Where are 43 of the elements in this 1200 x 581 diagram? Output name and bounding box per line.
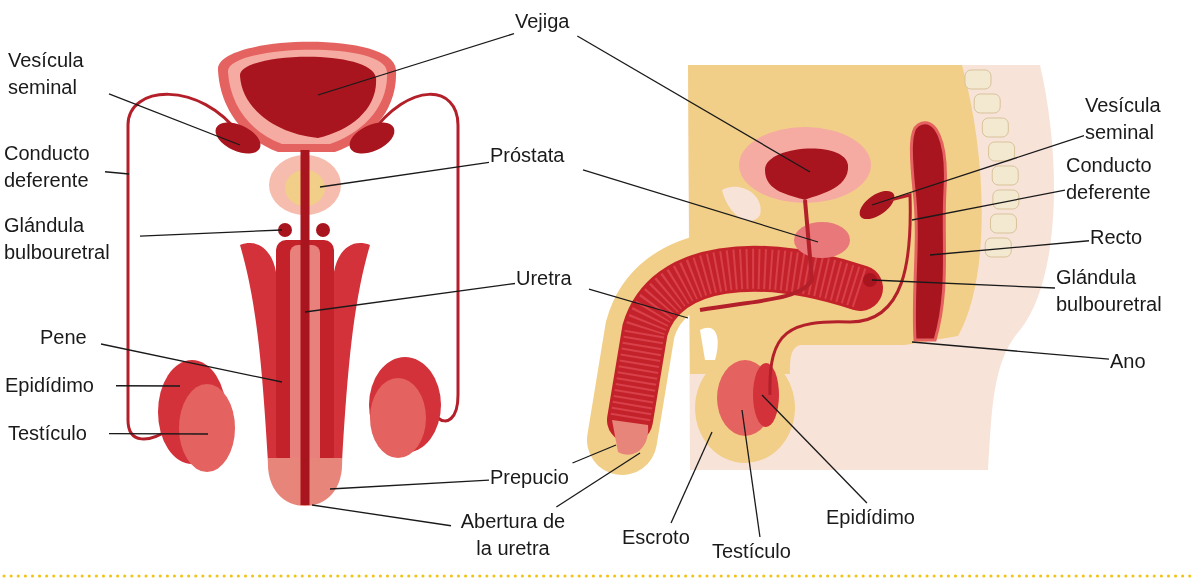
part-label: Escroto (622, 524, 707, 551)
leader-line (929, 240, 1090, 256)
leader-line (108, 93, 241, 146)
leader-line (588, 288, 689, 319)
leader-line (871, 279, 1056, 289)
leader-line (311, 504, 452, 527)
leader-line (576, 35, 811, 173)
part-label: Prepucio (490, 464, 585, 491)
part-label: Próstata (490, 142, 582, 169)
part-label: Recto (1090, 224, 1160, 251)
leader-line (582, 169, 819, 243)
part-label: Vesícula seminal (8, 47, 108, 101)
leader-line (108, 433, 209, 435)
part-label: Uretra (516, 265, 588, 292)
leader-line (871, 135, 1085, 206)
leader-line (571, 444, 617, 464)
leader-line (104, 171, 130, 175)
part-label: Abertura de la uretra (452, 508, 574, 562)
part-label: Testículo (712, 538, 812, 565)
leader-line (304, 282, 516, 313)
part-label: Conducto deferente (1066, 152, 1178, 206)
part-label: Vejiga (515, 8, 590, 35)
leader-line (741, 409, 761, 538)
part-label: Glándula bulbouretral (4, 212, 139, 266)
part-label: Glándula bulbouretral (1056, 264, 1191, 318)
leader-line (670, 431, 713, 524)
leader-line (911, 189, 1066, 221)
leader-line (761, 394, 868, 504)
leader-line (911, 341, 1110, 360)
leader-line (319, 161, 490, 188)
leader-line (115, 385, 181, 387)
part-label: Conducto deferente (4, 140, 104, 194)
part-label: Pene (40, 324, 100, 351)
part-label: Epidídimo (826, 504, 936, 531)
part-label: Ano (1110, 348, 1160, 375)
leader-line (555, 452, 641, 508)
part-label: Epidídimo (5, 372, 115, 399)
leader-line (329, 479, 490, 490)
part-label: Vesícula seminal (1085, 92, 1185, 146)
leader-line (139, 229, 283, 237)
leader-line (317, 32, 515, 96)
part-label: Testículo (8, 420, 108, 447)
leader-line (100, 343, 283, 383)
